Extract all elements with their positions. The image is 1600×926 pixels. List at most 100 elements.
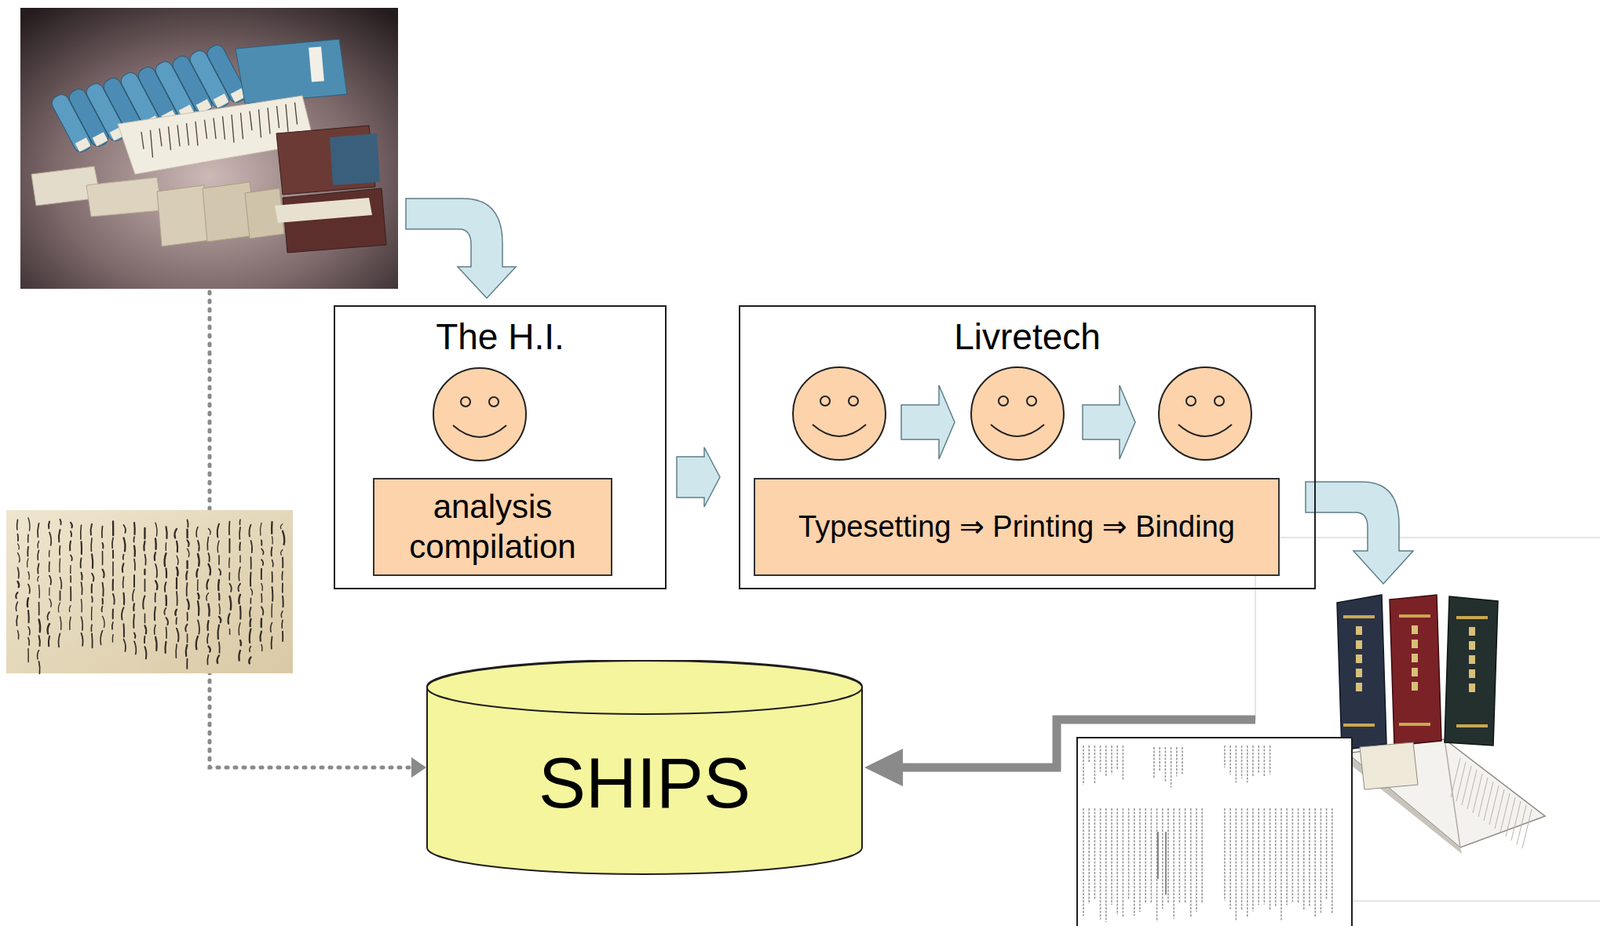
- page-text-lines: [1184, 808, 1187, 903]
- manuscript-writing: [37, 563, 39, 574]
- person-icon: [820, 396, 830, 406]
- manuscript-image: [6, 510, 293, 674]
- manuscript-writing: [250, 557, 253, 570]
- manuscript-writing: [249, 573, 252, 587]
- manuscript-writing: [175, 591, 178, 606]
- manuscript-writing: [133, 575, 136, 588]
- person-icon: [1214, 396, 1224, 406]
- manuscript-writing: [90, 538, 92, 552]
- manuscript-writing: [281, 571, 284, 580]
- page-text-lines: [1176, 747, 1178, 777]
- manuscript-writing: [69, 617, 71, 630]
- manuscript-writing: [59, 591, 62, 601]
- manuscript-writing: [228, 558, 231, 568]
- manuscript-writing: [166, 617, 169, 625]
- spine-decoration: [1411, 625, 1418, 635]
- scroll-writing: [186, 123, 190, 146]
- manuscript-writing: [186, 645, 188, 657]
- manuscript-writing: [197, 580, 199, 592]
- manuscript-writing: [176, 555, 179, 565]
- person-icon: [1158, 367, 1252, 461]
- manuscript-writing: [228, 573, 231, 581]
- manuscript-writing: [143, 541, 145, 552]
- page-text-lines: [1122, 745, 1125, 782]
- page-text-lines: [1246, 808, 1249, 919]
- manuscript-writing: [261, 559, 264, 566]
- page-text-lines: [1157, 832, 1166, 895]
- spine-decoration: [1355, 640, 1363, 650]
- cylinder-outline: [427, 661, 863, 715]
- page-text-lines: [1158, 747, 1161, 771]
- manuscript-writing: [80, 541, 83, 555]
- manuscript-writing: [164, 595, 168, 607]
- page-text-lines: [1170, 747, 1173, 789]
- page-text-lines: [1241, 808, 1243, 911]
- manuscript-writing: [112, 550, 114, 559]
- manuscript-writing: [175, 578, 178, 590]
- page-text-lines: [1223, 808, 1226, 902]
- manuscript-writing: [28, 638, 30, 646]
- page-text-lines: [1269, 808, 1272, 911]
- manuscript-writing: [251, 588, 253, 596]
- manuscript-writing: [155, 580, 158, 590]
- manuscript-writing: [144, 613, 147, 623]
- cylinder-outline: [427, 660, 863, 875]
- scroll-writing: [204, 120, 208, 139]
- manuscript-writing: [58, 633, 61, 647]
- manuscript-writing: [58, 529, 61, 542]
- manuscript-writing: [187, 520, 189, 528]
- manuscript-writing: [17, 534, 19, 542]
- photo-frame-line: [1255, 536, 1600, 539]
- manuscript-writing: [185, 624, 187, 632]
- manuscript-writing: [27, 610, 30, 623]
- manuscript-writing: [165, 627, 168, 639]
- manuscript-writing: [175, 617, 178, 625]
- page-text-lines: [1308, 808, 1311, 908]
- manuscript-writing: [230, 584, 232, 592]
- manuscript-writing: [261, 606, 264, 615]
- manuscript-writing: [26, 547, 29, 557]
- page-text-lines: [1297, 808, 1300, 904]
- spine-decoration: [1411, 668, 1418, 677]
- manuscript-writing: [153, 624, 156, 635]
- manuscript-writing: [15, 602, 18, 611]
- manuscript-writing: [217, 655, 220, 664]
- scroll-writing: [285, 104, 289, 132]
- person-icon: [433, 368, 527, 461]
- page-text-lines: [1172, 808, 1175, 920]
- person-icon: [489, 397, 499, 407]
- manuscript-writing: [250, 598, 253, 604]
- spine-decoration: [1468, 627, 1476, 636]
- manuscript-writing: [207, 655, 209, 665]
- manuscript-writing: [58, 546, 61, 556]
- manuscript-writing: [239, 519, 242, 525]
- manuscript-writing: [112, 562, 114, 577]
- page-text-lines: [1116, 808, 1118, 916]
- manuscript-writing: [81, 633, 84, 647]
- page-text-lines: [1099, 745, 1102, 772]
- books-photo: [1359, 742, 1418, 790]
- page-text-lines: [1331, 808, 1334, 915]
- manuscript-writing: [155, 637, 158, 651]
- person-icon: [792, 367, 886, 461]
- manuscript-writing: [271, 536, 274, 545]
- dotted-arrow: [411, 757, 427, 779]
- page-text-lines: [1263, 808, 1266, 906]
- manuscript-writing: [197, 620, 200, 635]
- page-text-lines: [1094, 808, 1096, 900]
- page-text-lines: [1257, 745, 1260, 774]
- manuscript-writing: [249, 646, 252, 653]
- step-arrow: [1082, 385, 1136, 460]
- manuscript-writing: [219, 569, 221, 576]
- manuscript-writing: [261, 548, 264, 555]
- task-box: Typesetting ⇒ Printing ⇒ Binding: [753, 478, 1280, 577]
- manuscript-writing: [270, 522, 274, 534]
- person-icon: [998, 396, 1009, 406]
- flow-arrow: [676, 447, 720, 508]
- connector-layer: [676, 447, 720, 508]
- manuscript-writing: [281, 596, 285, 608]
- manuscript-writing: [91, 573, 94, 582]
- scroll-writing: [195, 121, 198, 147]
- books-photo: [1336, 595, 1546, 855]
